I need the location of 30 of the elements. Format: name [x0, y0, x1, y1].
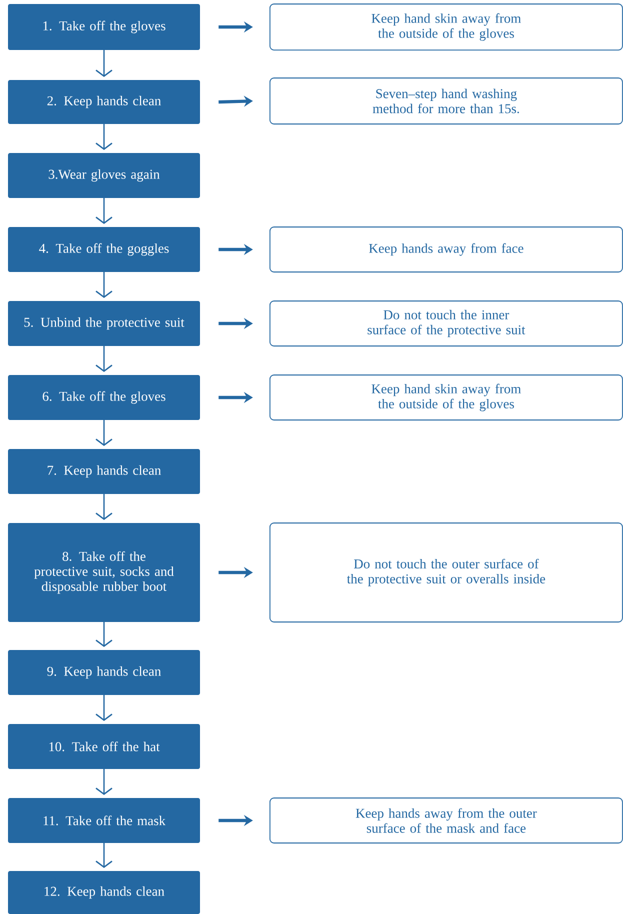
step-box: 3.Wear gloves again	[8, 153, 200, 198]
step-box: 12. Keep hands clean	[8, 871, 200, 914]
step-box: 8. Take off the protective suit, socks and disposable rubber boot	[8, 523, 200, 622]
note-box: Keep hand skin away from the outside of the gloves	[270, 374, 623, 420]
step-box: 11. Take off the mask	[8, 798, 200, 843]
step-box: 4. Take off the goggles	[8, 227, 200, 272]
arrow	[96, 124, 112, 150]
arrow	[96, 198, 112, 224]
note-box: Do not touch the inner surface of the protective suit	[270, 300, 623, 346]
arrow	[96, 843, 112, 868]
note-box: Keep hands away from the outer surface of the mask and face	[270, 798, 623, 844]
arrow	[96, 272, 112, 298]
step-box: 2. Keep hands clean	[8, 80, 200, 124]
note-box: Keep hand skin away from the outside of the gloves	[270, 4, 623, 50]
step-box: 10. Take off the hat	[8, 724, 200, 769]
arrow	[96, 346, 112, 372]
note-box: Do not touch the outer surface of the protective suit or overalls inside	[270, 522, 623, 622]
arrow	[96, 50, 112, 78]
step-box: 6. Take off the gloves	[8, 375, 200, 420]
step-box: 9. Keep hands clean	[8, 650, 200, 695]
note-box: Seven–step hand washing method for more than 15s.	[270, 78, 623, 124]
arrow	[96, 622, 112, 647]
arrow	[96, 695, 112, 721]
step-box: 1. Take off the gloves	[8, 4, 200, 50]
note-box: Keep hands away from face	[270, 226, 623, 272]
arrow	[96, 769, 112, 795]
arrow	[96, 494, 112, 520]
arrow	[96, 420, 112, 446]
step-box: 5. Unbind the protective suit	[8, 301, 200, 346]
step-box: 7. Keep hands clean	[8, 449, 200, 494]
